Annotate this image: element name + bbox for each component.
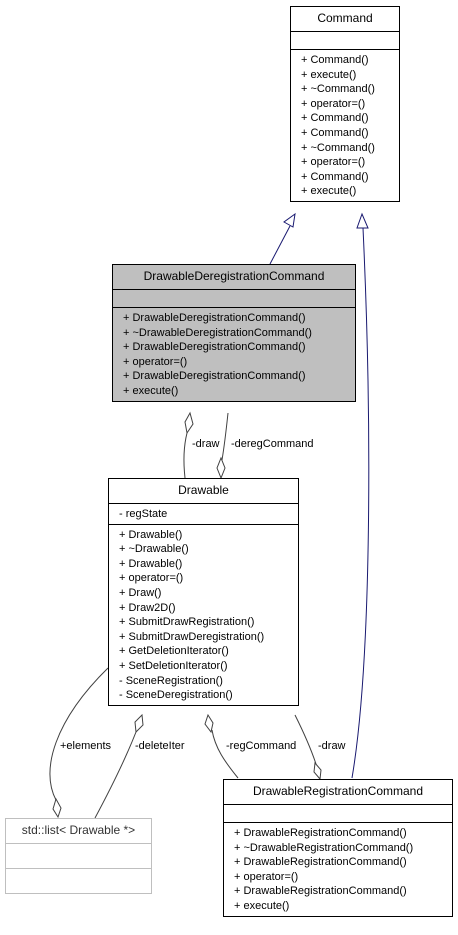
aggregation-diamond-dereg-command [216, 456, 226, 480]
operation: + operator=() [119, 572, 184, 585]
operation: + operator=() [123, 355, 188, 368]
operation: + DrawableRegistrationCommand() [234, 885, 407, 898]
operation: + DrawableDeregistrationCommand() [123, 312, 306, 324]
class-std-list-attributes [6, 843, 151, 868]
operation: + execute() [123, 384, 179, 397]
operation: + Drawable() [119, 557, 183, 570]
class-std-list-operations [6, 868, 151, 893]
operation: + ~DrawableRegistrationCommand() [234, 841, 414, 854]
edge-reg-command [211, 729, 239, 779]
class-drawable-attributes: - regState [109, 503, 298, 524]
aggregation-diamond-delete-iter [134, 713, 144, 734]
edge-elements [49, 667, 109, 801]
operation: + Command() [301, 54, 369, 66]
class-dereg-operations: + DrawableDeregistrationCommand() + ~Dra… [113, 307, 355, 401]
class-dereg-attributes [113, 289, 355, 307]
aggregation-diamond-dereg [184, 411, 194, 435]
operation: - SceneRegistration() [119, 674, 223, 687]
aggregation-diamond-reg-draw [313, 761, 322, 781]
operation: + Command() [301, 126, 369, 139]
class-reg-attributes [224, 804, 452, 822]
operation: + operator=() [301, 97, 366, 110]
class-drawable-operations: + Drawable() + ~Drawable() + Drawable() … [109, 523, 298, 705]
operation: + DrawableDeregistrationCommand() [123, 341, 306, 354]
operation: + operator=() [234, 870, 299, 883]
edge-label-elements: +elements [60, 740, 112, 752]
operation: + Command() [301, 170, 369, 183]
operation: + ~Command() [301, 141, 375, 154]
class-command[interactable]: Command + Command() + execute() + ~Comma… [290, 6, 400, 202]
operation: + Drawable() [119, 528, 183, 541]
operation: + ~DrawableDeregistrationCommand() [123, 326, 312, 339]
operation: + Draw2D() [119, 601, 176, 614]
class-drawable-title: Drawable [178, 483, 229, 497]
aggregation-diamond-reg-command [204, 713, 214, 734]
class-std-list-title: std::list< Drawable *> [21, 823, 136, 837]
operation: + Draw() [119, 586, 162, 599]
operation: - SceneDeregistration() [119, 689, 233, 702]
operation: + DrawableDeregistrationCommand() [123, 370, 306, 383]
class-drawable-registration-command[interactable]: DrawableRegistrationCommand + DrawableRe… [223, 779, 453, 917]
operation: + Command() [301, 112, 369, 125]
class-dereg-title: DrawableDeregistrationCommand [143, 269, 325, 283]
class-drawable-deregistration-command[interactable]: DrawableDeregistrationCommand + Drawable… [112, 264, 356, 402]
edge-label-dereg-draw: -draw [192, 438, 220, 450]
edge-label-reg-command: -regCommand [226, 740, 297, 752]
operation: + DrawableRegistrationCommand() [234, 856, 407, 869]
edge-dereg-draw [183, 432, 188, 479]
class-drawable[interactable]: Drawable - regState + Drawable() + ~Draw… [108, 478, 299, 706]
operation: + ~Command() [301, 83, 375, 96]
operation: + ~Drawable() [119, 543, 189, 556]
operation: + GetDeletionIterator() [119, 645, 229, 658]
edge-dereg-command [221, 412, 229, 461]
class-command-operations: + Command() + execute() + ~Command() + o… [291, 49, 399, 201]
inheritance-arrowhead-dereg [283, 212, 296, 228]
operation: + execute() [234, 899, 290, 912]
operation: + SubmitDrawRegistration() [119, 616, 255, 629]
attribute: - regState [119, 508, 168, 520]
edge-delete-iter [94, 731, 137, 819]
class-command-title: Command [317, 11, 373, 25]
edge-dereg-to-command [269, 225, 291, 265]
class-command-attributes [291, 31, 399, 49]
operation: + operator=() [301, 156, 366, 169]
operation: + SubmitDrawDeregistration() [119, 630, 265, 643]
inheritance-arrowhead-reg [356, 212, 369, 229]
aggregation-diamond-elements [52, 797, 62, 819]
operation: + SetDeletionIterator() [119, 659, 228, 672]
edge-reg-draw [294, 714, 317, 765]
edge-label-delete-iter: -deleteIter [135, 740, 185, 752]
operation: + execute() [301, 185, 357, 198]
edge-reg-to-command [351, 227, 370, 779]
operation: + DrawableRegistrationCommand() [234, 827, 407, 839]
edge-label-dereg-command: -deregCommand [231, 438, 314, 450]
class-reg-title: DrawableRegistrationCommand [252, 784, 424, 798]
edge-label-reg-draw: -draw [318, 740, 346, 752]
class-std-list[interactable]: std::list< Drawable *> [5, 818, 152, 894]
operation: + execute() [301, 68, 357, 81]
class-reg-operations: + DrawableRegistrationCommand() + ~Drawa… [224, 822, 452, 916]
